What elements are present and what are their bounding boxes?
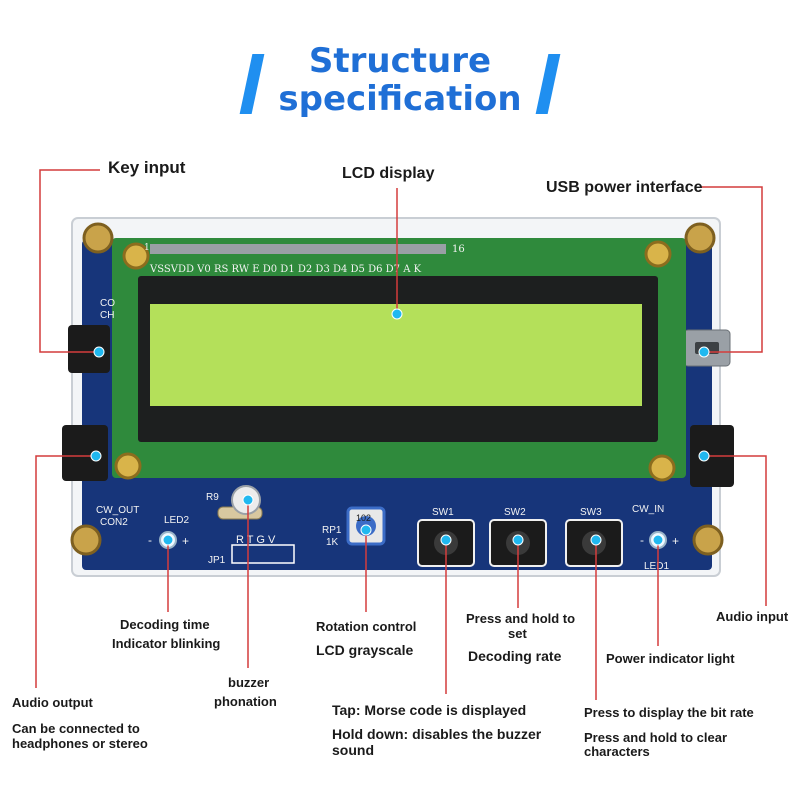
header-pin-labels: R T G V xyxy=(236,534,276,546)
label-press-hold-clear-1: Press and hold to clear xyxy=(584,730,728,745)
label-power-indicator: Power indicator light xyxy=(606,651,735,666)
leader-audio-output xyxy=(35,455,94,688)
sw2-label: SW2 xyxy=(504,507,526,518)
pot-code: 102 xyxy=(356,513,371,523)
audio-output-jack xyxy=(62,425,108,481)
title-line-2: specification xyxy=(278,79,522,119)
r9-label: R9 xyxy=(206,492,219,503)
screw-case-top-right xyxy=(684,222,716,254)
label-press-hold-set-1: Press and hold to xyxy=(466,611,576,626)
label-press-hold-clear-2: characters xyxy=(584,744,650,759)
led2-label: LED2 xyxy=(164,515,189,526)
pin-number-16: 16 xyxy=(452,244,465,255)
label-press-bit-rate: Press to display the bit rate xyxy=(584,705,754,720)
label-audio-output: Audio output xyxy=(12,695,93,710)
marker-sw2 xyxy=(512,534,524,546)
label-decoding-rate: Decoding rate xyxy=(468,648,562,664)
label-hold-down-1: Hold down: disables the buzzer xyxy=(332,726,542,742)
marker-lcd-display xyxy=(391,308,403,320)
marker-audio-input xyxy=(698,450,710,462)
screw-lcd-top-left xyxy=(122,242,150,270)
leader-audio-input xyxy=(706,455,767,606)
label-lcd-grayscale: LCD grayscale xyxy=(316,642,414,658)
jp1-label: JP1 xyxy=(208,555,226,566)
jp1-header-outline xyxy=(231,544,295,564)
screw-case-bottom-right xyxy=(692,524,724,556)
port-label-co: CO xyxy=(100,298,115,309)
label-indicator-blinking: Indicator blinking xyxy=(112,636,221,651)
screw-lcd-top-right xyxy=(644,240,672,268)
screw-lcd-bottom-left xyxy=(114,452,142,480)
key-input-jack xyxy=(68,325,110,373)
marker-sw1 xyxy=(440,534,452,546)
label-buzzer: buzzer xyxy=(228,675,270,690)
sw1-label: SW1 xyxy=(432,507,454,518)
label-audio-input: Audio input xyxy=(716,609,789,624)
label-key-input: Key input xyxy=(108,158,186,177)
cw-in-label: CW_IN xyxy=(632,504,664,515)
pin-number-1: 1 xyxy=(144,243,150,253)
leader-key-input xyxy=(39,169,100,353)
led2-plus: + xyxy=(182,534,189,548)
con2-label: CON2 xyxy=(100,517,128,528)
label-usb-power: USB power interface xyxy=(546,179,703,196)
marker-potentiometer xyxy=(360,524,372,536)
label-press-hold-set-2: set xyxy=(508,626,527,641)
led2-minus: - xyxy=(148,533,152,547)
label-decoding-time: Decoding time xyxy=(120,617,210,632)
port-label-ch: CH xyxy=(100,310,114,321)
screw-case-bottom-left xyxy=(70,524,102,556)
marker-key-input xyxy=(93,346,105,358)
label-lcd-display: LCD display xyxy=(342,165,435,182)
marker-led1 xyxy=(652,534,664,546)
sw3-label: SW3 xyxy=(580,507,602,518)
title-line-1: Structure xyxy=(308,41,492,81)
marker-usb-power xyxy=(698,346,710,358)
cw-out-label: CW_OUT xyxy=(96,505,139,516)
screw-case-top-left xyxy=(82,222,114,254)
label-tap-morse: Tap: Morse code is displayed xyxy=(332,702,527,718)
screw-lcd-bottom-right xyxy=(648,454,676,482)
marker-led2 xyxy=(162,534,174,546)
label-connect-1: Can be connected to xyxy=(12,721,140,736)
label-connect-2: headphones or stereo xyxy=(12,736,148,751)
led1-plus: + xyxy=(672,534,679,548)
led1-label: LED1 xyxy=(644,561,669,572)
lcd-screen xyxy=(150,304,642,406)
marker-audio-output xyxy=(90,450,102,462)
label-hold-down-2: sound xyxy=(332,742,374,758)
pin-header-labels: VSSVDD V0 RS RW E D0 D1 D2 D3 D4 D5 D6 D… xyxy=(149,264,422,275)
marker-sw3 xyxy=(590,534,602,546)
leader-usb-power xyxy=(700,186,763,353)
label-phonation: phonation xyxy=(214,694,277,709)
label-rotation-control: Rotation control xyxy=(316,619,417,634)
marker-buzzer xyxy=(242,494,254,506)
rp1-label: RP1 xyxy=(322,525,342,536)
rp1-value: 1K xyxy=(326,537,339,548)
lcd-pin-header xyxy=(150,244,446,254)
led1-minus: - xyxy=(640,533,644,547)
